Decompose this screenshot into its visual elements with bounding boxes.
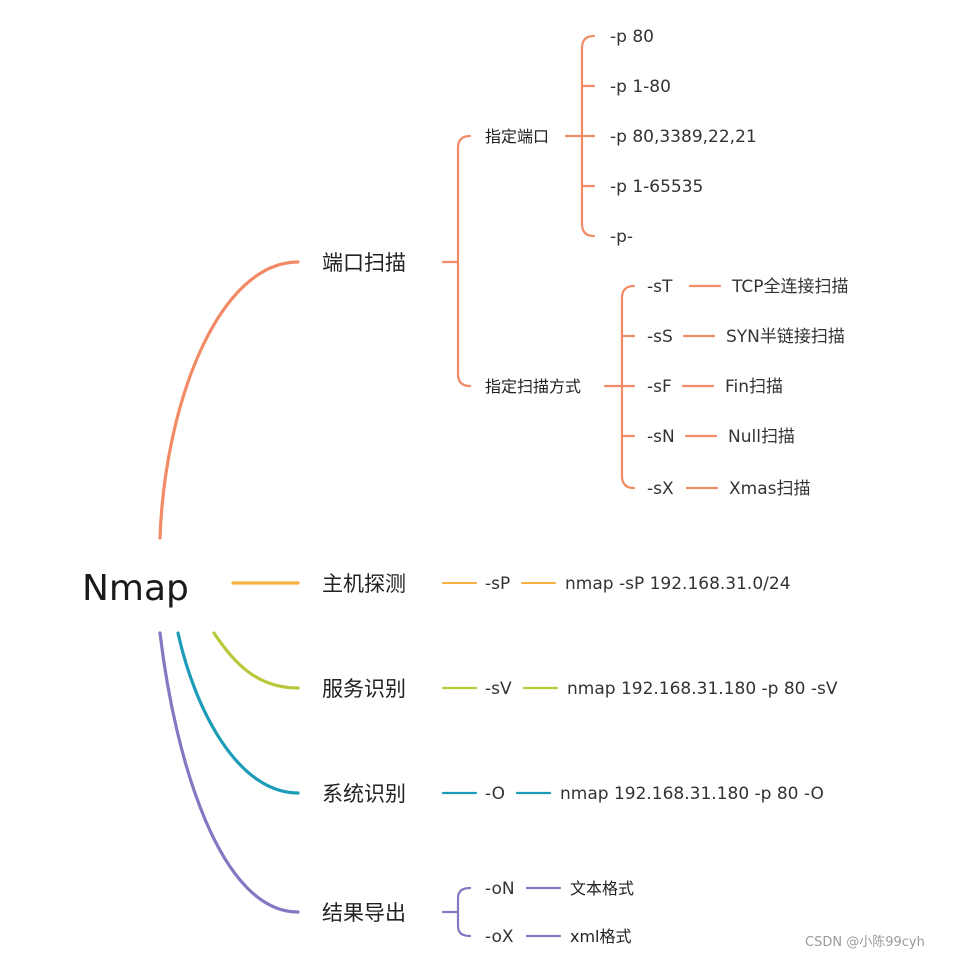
method-flag: -sN [647, 427, 675, 447]
port-option: -p 80,3389,22,21 [610, 127, 757, 147]
port-option: -p 80 [610, 27, 654, 47]
root-node: Nmap [82, 568, 189, 609]
connector-port-scan [158, 260, 300, 540]
method-flag: -sT [647, 277, 673, 297]
method-desc: Null扫描 [728, 427, 795, 447]
node-specify-method: 指定扫描方式 [485, 377, 581, 396]
host-flag: -sP [485, 574, 510, 594]
service-flag: -sV [485, 679, 512, 699]
port-option: -p 1-80 [610, 77, 671, 97]
os-flag: -O [485, 784, 505, 804]
node-port-scan: 端口扫描 [322, 251, 406, 275]
method-desc: Xmas扫描 [729, 479, 810, 499]
service-example: nmap 192.168.31.180 -p 80 -sV [567, 679, 838, 699]
bracket-export [456, 886, 472, 938]
connector-service-detect [212, 631, 300, 690]
bracket-port-scan [456, 134, 472, 388]
node-specify-port: 指定端口 [485, 127, 549, 146]
watermark: CSDN @小陈99cyh [805, 934, 925, 950]
os-example: nmap 192.168.31.180 -p 80 -O [560, 784, 824, 804]
node-export: 结果导出 [322, 901, 406, 925]
export-desc: xml格式 [570, 927, 632, 946]
port-option: -p 1-65535 [610, 177, 703, 197]
port-option: -p- [610, 227, 633, 247]
export-desc: 文本格式 [570, 879, 634, 898]
method-desc: TCP全连接扫描 [731, 277, 849, 297]
method-desc: Fin扫描 [725, 377, 783, 397]
method-flag: -sS [647, 327, 673, 347]
node-host-discovery: 主机探测 [322, 572, 406, 596]
method-flag: -sX [647, 479, 674, 499]
node-os-detect: 系统识别 [322, 782, 406, 806]
export-flag: -oN [485, 879, 515, 899]
export-flag: -oX [485, 927, 514, 947]
connector-os-detect [176, 631, 300, 795]
method-desc: SYN半链接扫描 [726, 327, 845, 347]
node-service-detect: 服务识别 [322, 677, 406, 701]
host-example: nmap -sP 192.168.31.0/24 [565, 574, 791, 594]
connector-export [158, 631, 300, 914]
method-flag: -sF [647, 377, 672, 397]
